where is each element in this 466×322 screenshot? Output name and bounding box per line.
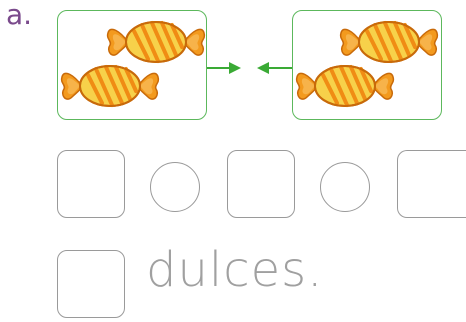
left-candy-group bbox=[57, 10, 207, 120]
blank-circle-operator-2[interactable] bbox=[320, 162, 370, 212]
combine-arrows bbox=[207, 62, 293, 74]
answer-unit-word: dulces. bbox=[146, 242, 324, 298]
blank-box-addend-2[interactable] bbox=[227, 150, 295, 218]
blank-box-addend-1[interactable] bbox=[57, 150, 125, 218]
answer-box[interactable] bbox=[57, 250, 125, 318]
wrapped-candy-icon bbox=[60, 64, 160, 108]
blank-box-result[interactable] bbox=[397, 150, 466, 218]
exercise-label: a. bbox=[6, 0, 33, 31]
wrapped-candy-icon bbox=[295, 64, 395, 108]
right-candy-group bbox=[292, 10, 442, 120]
arrow-left-icon bbox=[257, 62, 293, 74]
blank-circle-operator-1[interactable] bbox=[150, 162, 200, 212]
arrow-right-icon bbox=[207, 62, 241, 74]
